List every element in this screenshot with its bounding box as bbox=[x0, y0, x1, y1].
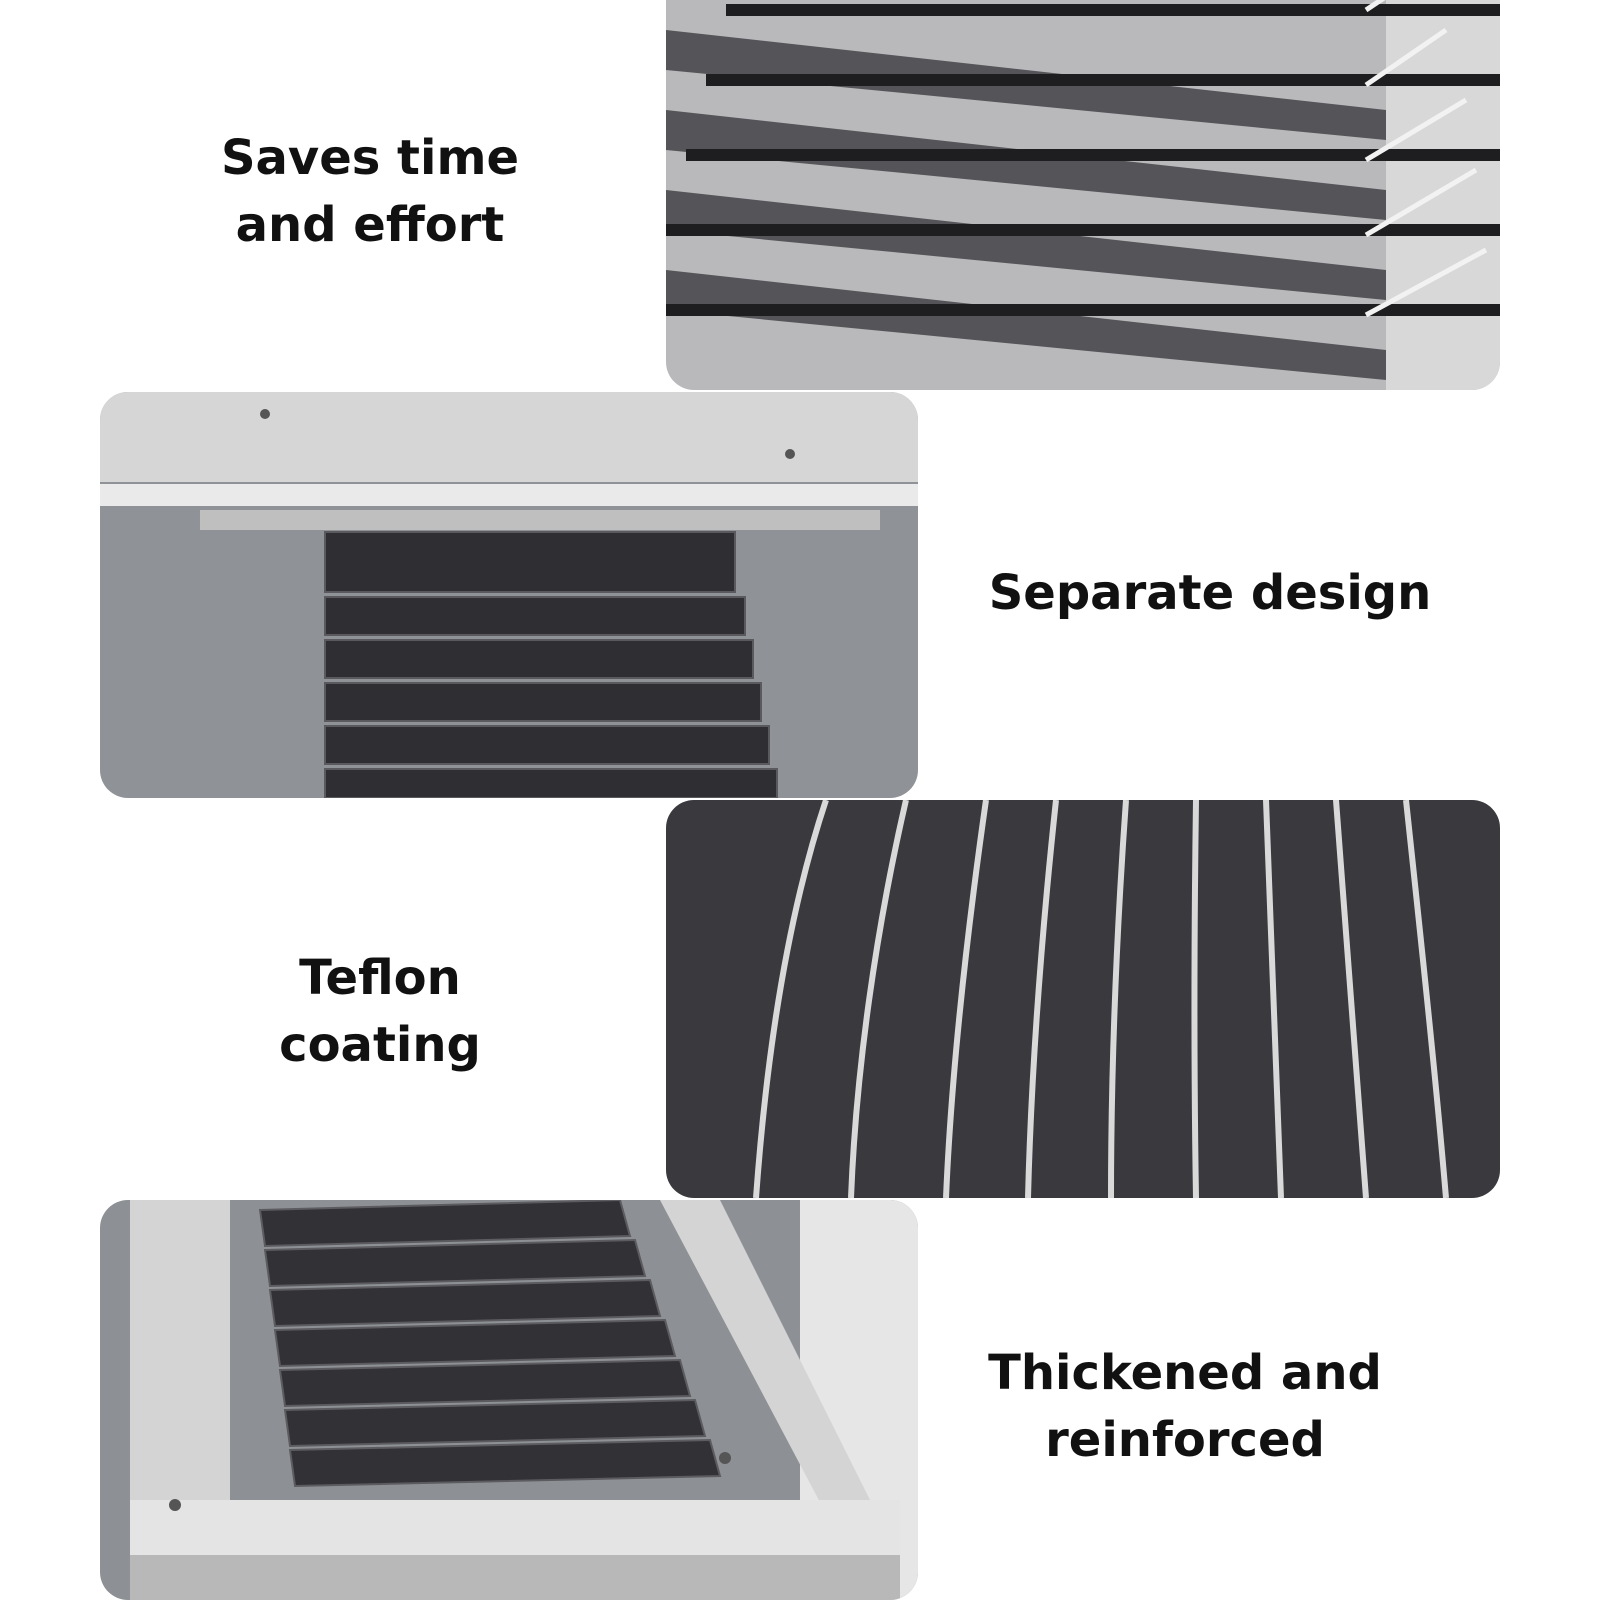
blade-frame-photo bbox=[100, 392, 918, 798]
caption-line: Thickened and bbox=[988, 1345, 1382, 1401]
reinforced-frame-photo bbox=[100, 1200, 918, 1600]
coated-blades-photo bbox=[666, 800, 1500, 1198]
caption-teflon-coating: Teflon coating bbox=[190, 945, 570, 1079]
caption-line: and effort bbox=[235, 197, 505, 254]
caption-saves-time: Saves time and effort bbox=[210, 125, 530, 259]
caption-line: Saves time bbox=[220, 130, 520, 186]
blade-comb-photo bbox=[666, 0, 1500, 390]
caption-line: Separate design bbox=[988, 565, 1432, 621]
caption-thickened-reinforced: Thickened and reinforced bbox=[985, 1340, 1385, 1474]
caption-separate-design: Separate design bbox=[980, 560, 1440, 627]
caption-line: Teflon coating bbox=[279, 950, 481, 1074]
caption-line: reinforced bbox=[1045, 1412, 1325, 1469]
